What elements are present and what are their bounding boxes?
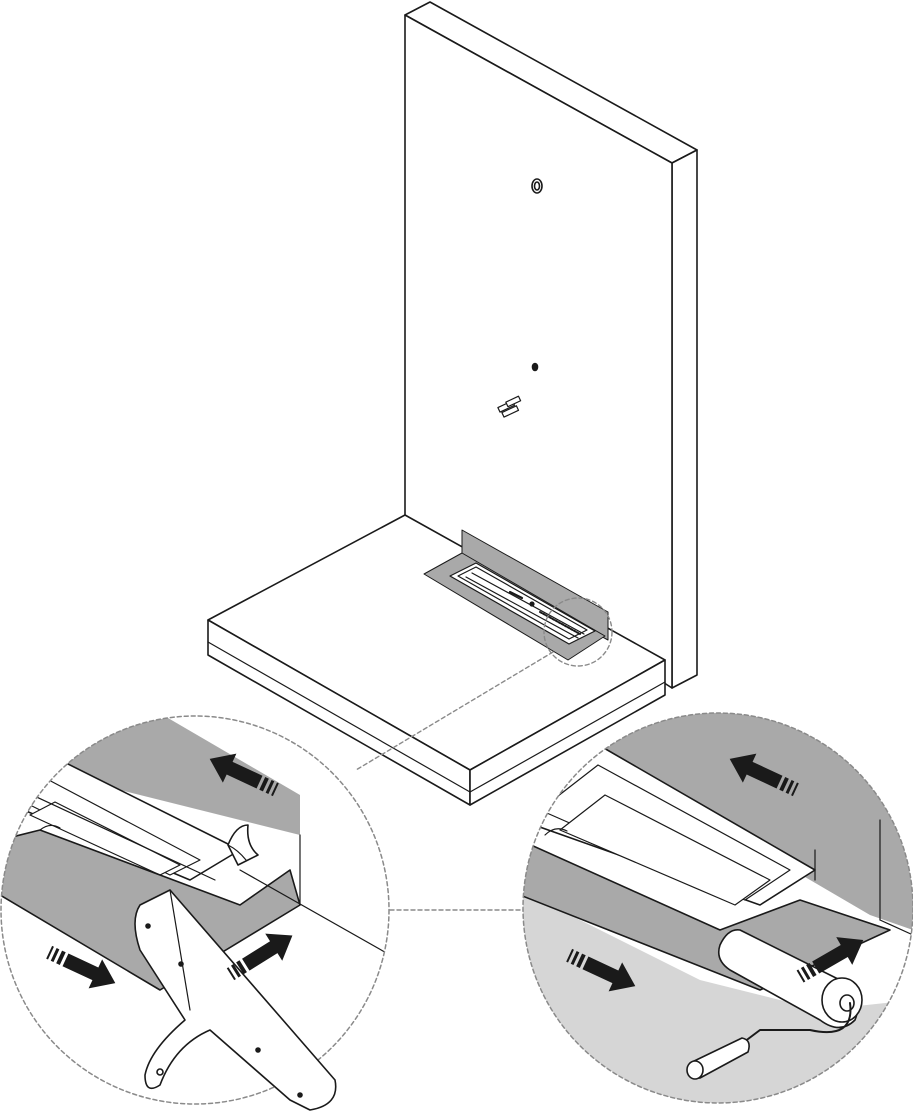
- spatula-tool-icon: [134, 889, 337, 1111]
- arrow-right-roller: [796, 937, 864, 983]
- arrow-left-top: [209, 753, 279, 797]
- arrow-right-bottom: [566, 948, 636, 992]
- wall-anchors-icon: [497, 395, 522, 418]
- arrow-left-spatula: [226, 933, 293, 981]
- pipe-outlet-icon: [531, 178, 543, 194]
- linear-drain-icon: [449, 562, 596, 645]
- direction-arrow-icon: [46, 753, 864, 992]
- arrow-right-top: [729, 753, 799, 797]
- wall-icon: [404, 1, 698, 689]
- detail-magnifier-right-icon: [522, 712, 913, 1104]
- paint-roller-tool-icon: [686, 928, 863, 1080]
- floor-slab-icon: [207, 514, 666, 806]
- detail-magnifier-left-icon: [0, 715, 390, 1111]
- small-hole-icon: [531, 362, 539, 372]
- detail-focus-circle: [543, 597, 613, 667]
- leader-line-left: [355, 651, 554, 771]
- arrow-left-bottom: [46, 945, 116, 989]
